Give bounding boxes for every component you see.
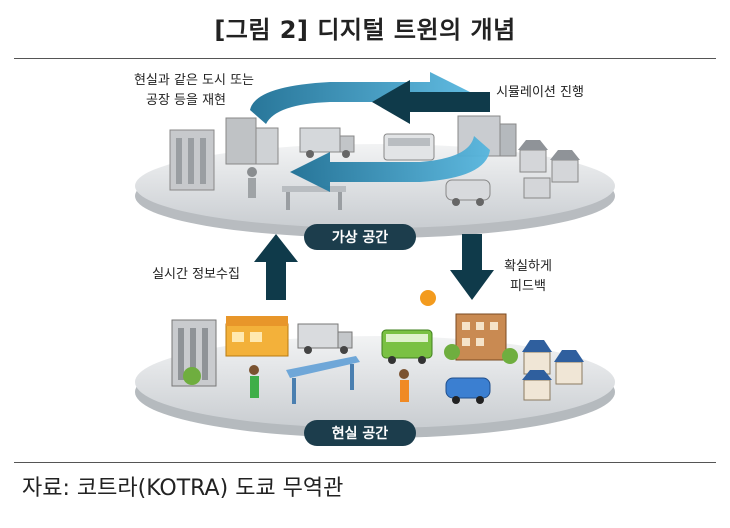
virtual-bus [383,133,435,161]
real-space-label: 현실 공간 [332,425,389,442]
virtual-tower-building [169,129,215,191]
simulation-arrow [372,80,490,124]
real-person-left [249,365,259,398]
data-collection-label: 실시간 정보수집 [152,267,240,282]
feedback-arrow [450,234,494,300]
real-truck [297,323,353,354]
virtual-truck [299,127,355,158]
real-solar-houses [522,340,584,401]
simulation-cycle-arrows [250,72,490,192]
virtual-space-label: 가상 공간 [332,229,389,246]
virtual-person [247,167,257,198]
bottom-divider [14,462,716,463]
virtual-space-badge: 가상 공간 [304,224,416,250]
virtual-factory-building [225,117,279,165]
real-bus [381,329,433,364]
virtual-annotation-line-2: 공장 등을 재현 [146,93,226,108]
real-apartment-building [444,313,518,364]
real-person-right [399,369,409,402]
virtual-annotation-line-1: 현실과 같은 도시 또는 [134,73,254,88]
feedback-label-line-1: 확실하게 [504,259,552,274]
virtual-bus-stop [282,186,346,210]
simulation-annotation: 시뮬레이션 진행 [496,84,584,100]
real-tower-building [171,319,217,387]
feedback-label-line-2: 피드백 [510,279,546,294]
virtual-car [445,179,491,206]
sun-icon [420,290,436,306]
real-car [445,377,491,404]
top-divider [14,58,716,59]
virtual-solar-houses [518,140,580,199]
real-store-building [225,316,289,357]
real-bus-stop [286,356,360,404]
real-space-badge: 현실 공간 [304,420,416,446]
data-collection-arrow [254,234,298,300]
source-caption: 자료: 코트라(KOTRA) 도쿄 무역관 [22,476,344,501]
figure-title: [그림 2] 디지털 트윈의 개념 [214,16,516,44]
